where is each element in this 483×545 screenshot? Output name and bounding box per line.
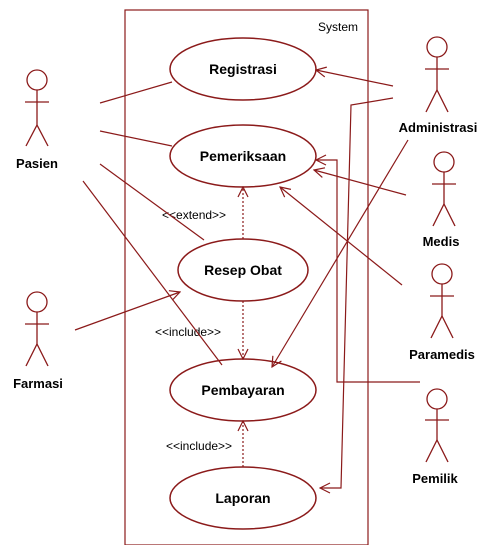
actor-pasien[interactable] [25,69,49,147]
associations-paramedis [280,187,403,286]
actor-medis-label: Medis [423,234,460,249]
system-label: System [318,20,358,34]
associations-pemilik [316,160,420,383]
actor-pemilik[interactable] [425,388,449,463]
actor-administrasi-label: Administrasi [399,120,478,135]
associations-administrasi [272,70,409,488]
actor-medis[interactable] [432,151,456,227]
actor-farmasi-label: Farmasi [13,376,63,391]
associations-pasien [82,81,223,366]
use-case-registrasi[interactable]: Registrasi [169,37,317,101]
associations-medis [314,170,407,196]
extend-label: <<extend>> [162,208,226,222]
use-case-registrasi-label: Registrasi [209,61,277,77]
use-case-pemeriksaan[interactable]: Pemeriksaan [169,124,317,188]
actor-farmasi[interactable] [25,291,49,367]
relationship-extend: <<extend>> [162,187,243,239]
include-label-resep: <<include>> [155,325,221,339]
actor-administrasi[interactable] [425,36,449,113]
use-case-pembayaran[interactable]: Pembayaran [169,358,317,422]
use-case-pemeriksaan-label: Pemeriksaan [200,148,286,164]
actor-pemilik-label: Pemilik [412,471,458,486]
use-case-resep-obat[interactable]: Resep Obat [177,238,309,302]
relationship-include-resep: <<include>> [155,301,243,359]
use-case-pembayaran-label: Pembayaran [201,382,284,398]
include-label-laporan: <<include>> [166,439,232,453]
actor-paramedis-label: Paramedis [409,347,475,362]
associations-farmasi [74,292,180,331]
use-case-laporan-label: Laporan [215,490,270,506]
actor-paramedis[interactable] [430,263,454,339]
relationship-include-laporan: <<include>> [166,421,243,467]
actor-pasien-label: Pasien [16,156,58,171]
use-case-resep-obat-label: Resep Obat [204,262,282,278]
system-boundary: System [124,9,369,545]
use-case-laporan[interactable]: Laporan [169,466,317,530]
